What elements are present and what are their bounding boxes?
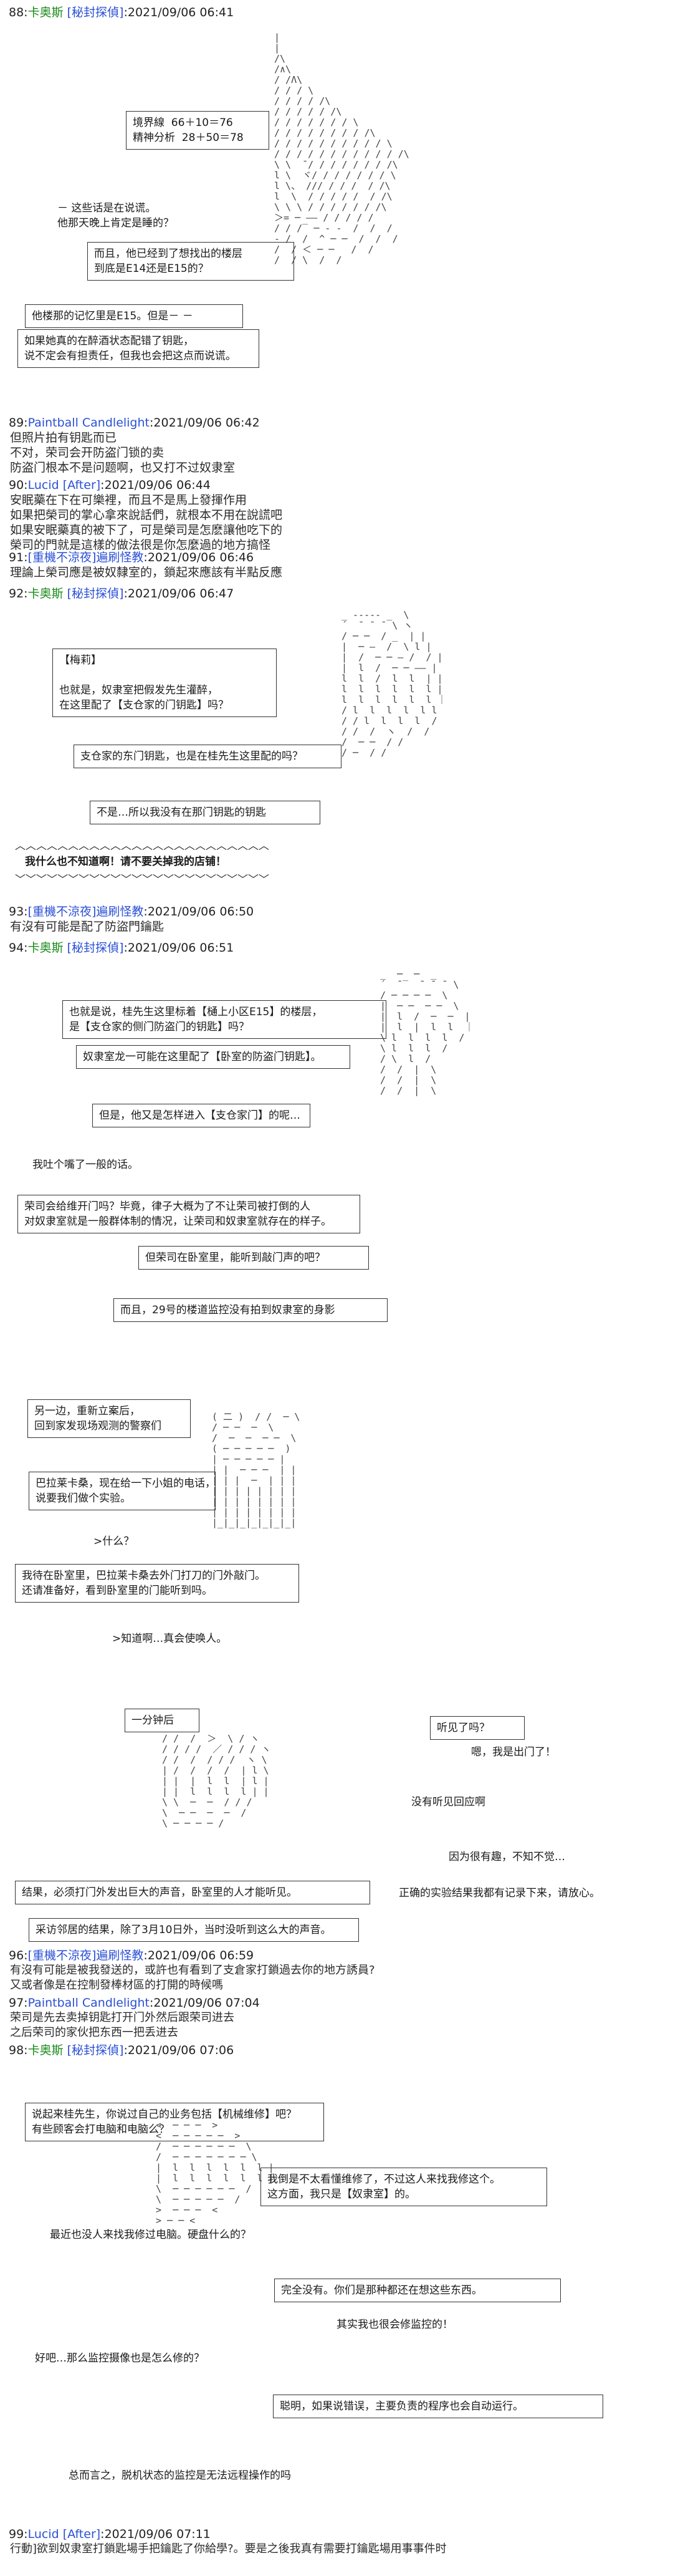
speech-box: 我待在卧室里，巴拉莱卡桑去外门打刀的门外敲门。 还请准备好，看到卧室里的门能听到… bbox=[15, 1564, 299, 1603]
speech-text: 最近也没人来找我修过电脑。硬盘什么的？ bbox=[50, 2229, 251, 2241]
poster-name[interactable]: [重機不涼夜]遍刷怪教 bbox=[27, 905, 144, 919]
post-header: 90:Lucid [After]:2021/09/06 06:44 bbox=[9, 478, 211, 492]
post-date: 2021/09/06 06:47 bbox=[127, 587, 234, 601]
post-message: 但照片拍有钥匙而已 不对，荣司会开防盗门锁的卖 防盗门根本不是问题啊，也又打不过… bbox=[10, 431, 236, 475]
narration-text: － 这些话是在说谎。 他那天晚上肯定是睡的？ bbox=[57, 202, 174, 229]
speech-text: 总而言之，脱机状态的监控是无法远程操作的吗 bbox=[69, 2469, 291, 2482]
poster-name[interactable]: Lucid bbox=[27, 478, 59, 492]
post-message: 安眠藥在下在可樂裡，而且不是馬上發揮作用 如果把榮司的掌心拿來說話們，就根本不用… bbox=[10, 493, 283, 552]
post-date: 2021/09/06 06:46 bbox=[147, 551, 254, 564]
post-date: 2021/09/06 06:50 bbox=[147, 905, 254, 919]
speech-text: 我吐个嘴了一般的话。 bbox=[32, 1159, 138, 1171]
post-header: 91:[重機不涼夜]遍刷怪教:2021/09/06 06:46 bbox=[9, 551, 254, 564]
post-message: 有沒有可能是配了防盜門鑰匙 bbox=[10, 920, 165, 933]
post-header: 99:Lucid [After]:2021/09/06 07:11 bbox=[9, 2527, 211, 2541]
post-message: 理論上榮司應是被奴隸室的，鎖起來應該有半點反應 bbox=[10, 566, 283, 579]
shout-border: ﹀﹀﹀﹀﹀﹀﹀﹀﹀﹀﹀﹀﹀﹀﹀﹀﹀﹀﹀﹀﹀﹀﹀﹀ bbox=[15, 874, 269, 886]
speech-box: 而且，29号的楼道监控没有拍到奴隶室的身影 bbox=[113, 1298, 388, 1322]
ascii-art: _ ─ ─ _ ´ ̄ ‾ ̄ ̄ ̄ \ / ─ ─ ─ ─ \ | ─ ─ … bbox=[380, 968, 474, 1096]
poster-trip: [秘封探偵] bbox=[67, 587, 124, 601]
narration-box: 采访邻居的结果，除了3月10日外，当时没听到这么大的声音。 bbox=[29, 1918, 359, 1942]
shout-text: 我什么也不知道啊！请不要关掉我的店铺！ bbox=[25, 856, 226, 868]
speech-box: 【梅莉】 也就是，奴隶室把假发先生灌醉， 在这里配了【支仓家的门钥匙】吗？ bbox=[52, 649, 277, 717]
speech-box: 但荣司在卧室里，能听到敲门声的吧？ bbox=[138, 1246, 369, 1270]
narration-box: 如果她真的在醉酒状态配错了钥匙， 说不定会有担责任，但我也会把这点而说谎。 bbox=[17, 329, 259, 368]
speech-text: 其实我也很会修监控的！ bbox=[336, 2318, 453, 2331]
poster-trip: [秘封探偵] bbox=[67, 6, 124, 19]
narration-box: 一分钟后 bbox=[125, 1709, 199, 1732]
speech-text: >知道啊…真会使唤人。 bbox=[112, 1633, 227, 1645]
speech-box: 荣司会给维开门吗？毕竟，律子大概为了不让荣司被打倒的人 对奴隶室就是一般群体制的… bbox=[17, 1195, 360, 1233]
speech-box: 不是…所以我没有在那门钥匙的钥匙 bbox=[90, 801, 320, 824]
speech-box: 巴拉莱卡桑，现在给一下小姐的电话， 说要我们做个实验。 bbox=[29, 1472, 216, 1510]
ascii-art: < ─ ─ ─ > < ─ ─ ─ ─ ─ > / ─ ─ ─ ─ ─ ─ \ … bbox=[156, 2120, 274, 2226]
post-message: 荣司是先去卖掉钥匙打开门外然后跟荣司进去 之后荣司的家伙把东西一把丢进去 bbox=[10, 2011, 234, 2039]
post-header: 92:卡奥斯 [秘封探偵]:2021/09/06 06:47 bbox=[9, 587, 234, 601]
speech-text: 嗯，我是出门了！ bbox=[471, 1746, 556, 1758]
speech-box: 也就是说，桂先生这里标着【樋上小区E15】的楼层， 是【支仓家的侧门防盗门的钥匙… bbox=[62, 1000, 386, 1039]
post-date: 2021/09/06 06:51 bbox=[127, 941, 234, 955]
poster-trip: [After] bbox=[62, 2527, 101, 2541]
post-date: 2021/09/06 06:59 bbox=[147, 1949, 254, 1962]
narration-box: 境界線 66＋10＝76 精神分析 28＋50＝78 bbox=[126, 111, 269, 150]
post-date: 2021/09/06 06:44 bbox=[104, 478, 211, 492]
narration-box: 而且，他已经到了想找出的楼层 到底是E14还是E15的？ bbox=[87, 242, 294, 281]
poster-name[interactable]: 卡奥斯 bbox=[27, 2043, 64, 2057]
ascii-art: | | /\ /∧\ / /Λ\ / / / \ / / / / /\ / / … bbox=[274, 32, 409, 266]
poster-name[interactable]: 卡奥斯 bbox=[27, 587, 64, 601]
speech-box: 支仓家的东门钥匙，也是在桂先生这里配的吗？ bbox=[74, 745, 341, 768]
poster-name[interactable]: 卡奥斯 bbox=[27, 6, 64, 19]
speech-box: 说起来桂先生，你说过自己的业务包括【机械维修】吧？ 有些顾客会打电脑和电脑么？ bbox=[25, 2103, 324, 2141]
poster-trip: [秘封探偵] bbox=[67, 2043, 124, 2057]
speech-text: 没有听见回应啊 bbox=[411, 1796, 485, 1808]
poster-name[interactable]: Lucid bbox=[27, 2527, 59, 2541]
speech-box: 完全没有。你们是那种都还在想这些东西。 bbox=[274, 2279, 561, 2302]
post-date: 2021/09/06 07:11 bbox=[104, 2527, 211, 2541]
speech-text: 正确的实验结果我都有记录下来，请放心。 bbox=[399, 1887, 600, 1899]
poster-name[interactable]: 卡奥斯 bbox=[27, 941, 64, 955]
post-date: 2021/09/06 06:42 bbox=[153, 416, 260, 430]
post-header: 94:卡奥斯 [秘封探偵]:2021/09/06 06:51 bbox=[9, 941, 234, 955]
poster-name[interactable]: Paintball Candlelight bbox=[27, 1996, 150, 2010]
speech-box: 奴隶室龙一可能在这里配了【卧室的防盗门钥匙】。 bbox=[76, 1045, 350, 1069]
speech-box: 聪明，如果说错误，主要负责的程序也会自动运行。 bbox=[273, 2395, 603, 2418]
ascii-art: _ ----- _ \ ´ ̄ ̄ ̄ \ ヽ / ─ ─ / _ | | | … bbox=[341, 609, 447, 758]
post-date: 2021/09/06 06:41 bbox=[127, 6, 234, 19]
poster-name[interactable]: [重機不涼夜]遍刷怪教 bbox=[27, 551, 144, 564]
speech-text: 因为很有趣，不知不觉… bbox=[449, 1851, 565, 1863]
speech-text: >什么？ bbox=[93, 1535, 135, 1548]
post-date: 2021/09/06 07:06 bbox=[127, 2043, 234, 2057]
post-message: 有沒有可能是被我發送的，或許也有看到了支倉家打鎖過去你的地方誘員? 又或者像是在… bbox=[10, 1964, 375, 1992]
post-header: 88:卡奥斯 [秘封探偵]:2021/09/06 06:41 bbox=[9, 6, 234, 19]
narration-box: 结果，必须打门外发出巨大的声音，卧室里的人才能听见。 bbox=[15, 1881, 370, 1904]
post-header: 89:Paintball Candlelight:2021/09/06 06:4… bbox=[9, 416, 260, 430]
post-header: 97:Paintball Candlelight:2021/09/06 07:0… bbox=[9, 1996, 260, 2010]
post-header: 93:[重機不涼夜]遍刷怪教:2021/09/06 06:50 bbox=[9, 905, 254, 919]
post-header: 96:[重機不涼夜]遍刷怪教:2021/09/06 06:59 bbox=[9, 1949, 254, 1962]
poster-name[interactable]: Paintball Candlelight bbox=[27, 416, 150, 430]
speech-box: 听见了吗？ bbox=[430, 1716, 525, 1740]
post-date: 2021/09/06 07:04 bbox=[153, 1996, 260, 2010]
ascii-art: ( 二 ) / / ─ \ / ─ ─ ─ \ / ─ ─ ─ ─ \ ( ─ … bbox=[212, 1411, 300, 1528]
poster-trip: [秘封探偵] bbox=[67, 941, 124, 955]
post-message: 行動]欲到奴隶室打鎖匙場手把鑰匙了你給學?。要是之後我真有需要打鑰匙場用事事件时 bbox=[10, 2542, 447, 2555]
post-header: 98:卡奥斯 [秘封探偵]:2021/09/06 07:06 bbox=[9, 2043, 234, 2057]
narration-box: 他楼那的记忆里是E15。但是－ － bbox=[25, 304, 243, 328]
speech-text: 好吧…那么监控摄像也是怎么修的？ bbox=[35, 2352, 204, 2365]
ascii-art: / / / ＞ \ / ヽ / / / / ／ / / / ヽ / / / / … bbox=[162, 1733, 271, 1829]
shout-border: ︿︿︿︿︿︿︿︿︿︿︿︿︿︿︿︿︿︿︿︿︿︿︿︿ bbox=[15, 840, 269, 852]
poster-trip: [After] bbox=[62, 478, 101, 492]
narration-box: 另一边，重新立案后， 回到家发现场观测的警察们 bbox=[27, 1399, 191, 1438]
poster-name[interactable]: [重機不涼夜]遍刷怪教 bbox=[27, 1949, 144, 1962]
speech-box: 我倒是不太看懂维修了，不过这人来找我修这个。 这方面，我只是【奴隶室】的。 bbox=[260, 2168, 547, 2206]
speech-box: 但是，他又是怎样进入【支仓家门】的呢… bbox=[92, 1104, 310, 1127]
